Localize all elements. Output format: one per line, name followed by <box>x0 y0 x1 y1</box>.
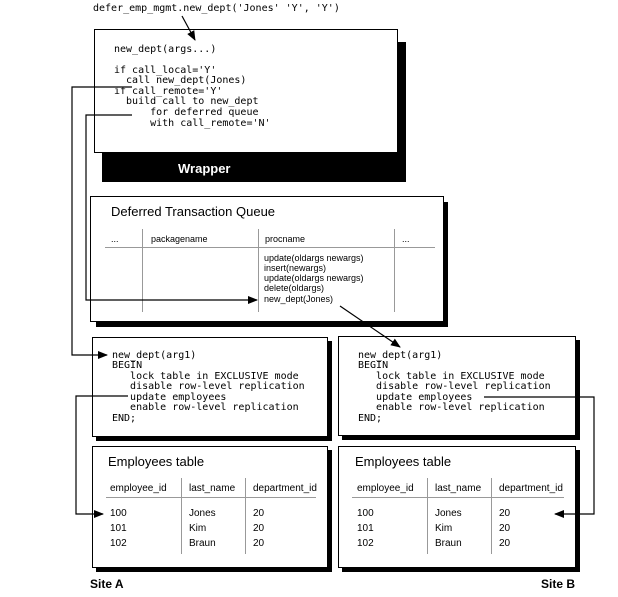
table-a-cell: 100 <box>110 508 127 519</box>
table-b-cell: Jones <box>435 508 462 519</box>
table-b-header-employee-id: employee_id <box>357 483 414 494</box>
table-b-header-department-id: department_id <box>499 483 563 494</box>
arrow-queue-to-site-b <box>339 305 401 348</box>
top-call-text: defer_emp_mgmt.new_dept('Jones' 'Y', 'Y'… <box>93 3 340 14</box>
queue-box <box>90 196 444 322</box>
proc-a-line-6: enable row-level replication <box>112 402 299 413</box>
wrapper-label: Wrapper <box>178 161 231 176</box>
queue-header-procname: procname <box>265 234 306 244</box>
table-a-header-rule <box>106 497 316 498</box>
arrow-site-b-update-to-table <box>484 396 595 518</box>
wrapper-line-6: build call to new_dept <box>114 96 259 107</box>
table-b-col-divider-1 <box>427 478 428 554</box>
table-b-cell: 102 <box>357 538 374 549</box>
proc-b-line-3: lock table in EXCLUSIVE mode <box>358 371 545 382</box>
table-b-cell: Kim <box>435 523 453 534</box>
table-a-cell: 20 <box>253 538 265 549</box>
table-a-cell: 101 <box>110 523 127 534</box>
table-b-header-last-name: last_name <box>435 483 482 494</box>
wrapper-box <box>94 29 398 153</box>
proc-b-line-4: disable row-level replication <box>358 381 551 392</box>
table-a-title: Employees table <box>108 454 205 469</box>
arrow-site-a-update-to-table <box>75 395 128 518</box>
table-b-col-divider-2 <box>491 478 492 554</box>
proc-b-line-5: update employees <box>358 392 473 403</box>
proc-a-line-7: END; <box>112 413 137 424</box>
wrapper-line-7: for deferred queue <box>114 107 259 118</box>
table-a-cell: 20 <box>253 523 265 534</box>
table-b-cell: 20 <box>499 523 511 534</box>
queue-col-divider-2 <box>258 229 259 312</box>
proc-a-line-2: BEGIN <box>112 360 143 371</box>
wrapper-line-1: new_dept(args...) <box>114 44 217 55</box>
site-b-label: Site B <box>541 577 576 591</box>
table-a-header-last-name: last_name <box>189 483 236 494</box>
table-a-cell: 102 <box>110 538 127 549</box>
table-a-cell: Braun <box>189 538 216 549</box>
queue-col-divider-1 <box>142 229 143 312</box>
queue-col-divider-3 <box>394 229 395 312</box>
table-a-col-divider-2 <box>245 478 246 554</box>
wrapper-line-3: if call_local='Y' <box>114 65 217 76</box>
site-a-label: Site A <box>90 577 124 591</box>
table-a-cell: Jones <box>189 508 216 519</box>
proc-b-box <box>338 336 576 436</box>
queue-header-ellipsis-right: ... <box>402 234 410 244</box>
proc-a-line-5: update employees <box>112 392 227 403</box>
arrow-build-call-to-queue <box>85 114 258 304</box>
table-b-cell: 100 <box>357 508 374 519</box>
proc-a-line-1: new_dept(arg1) <box>112 350 197 361</box>
table-a-col-divider-1 <box>181 478 182 554</box>
queue-title: Deferred Transaction Queue <box>111 204 276 219</box>
queue-header-rule <box>105 247 435 248</box>
table-b-cell: 20 <box>499 508 511 519</box>
table-a-cell: 20 <box>253 508 265 519</box>
wrapper-line-4: call new_dept(Jones) <box>114 75 247 86</box>
queue-proc-1: update(oldargs newargs) <box>264 253 364 263</box>
queue-header-ellipsis-left: ... <box>111 234 119 244</box>
queue-proc-4: delete(oldargs) <box>264 283 325 293</box>
queue-proc-3: update(oldargs newargs) <box>264 273 364 283</box>
proc-a-line-3: lock table in EXCLUSIVE mode <box>112 371 299 382</box>
table-a-cell: Kim <box>189 523 207 534</box>
queue-proc-5: new_dept(Jones) <box>264 294 334 304</box>
table-b-header-rule <box>352 497 564 498</box>
table-b-cell: 20 <box>499 538 511 549</box>
queue-header-packagename: packagename <box>151 234 208 244</box>
arrow-call-to-wrapper <box>181 15 196 41</box>
wrapper-line-5: if call_remote='Y' <box>114 86 223 97</box>
table-b-box <box>338 446 576 568</box>
table-b-title: Employees table <box>355 454 452 469</box>
arrow-local-call-to-site-a <box>71 86 132 359</box>
queue-proc-2: insert(newargs) <box>264 263 327 273</box>
proc-b-line-7: END; <box>358 413 383 424</box>
proc-b-line-2: BEGIN <box>358 360 389 371</box>
proc-a-box <box>92 337 328 437</box>
proc-b-line-6: enable row-level replication <box>358 402 545 413</box>
table-a-header-department-id: department_id <box>253 483 317 494</box>
table-b-cell: Braun <box>435 538 462 549</box>
wrapper-line-8: with call_remote='N' <box>114 118 271 129</box>
table-a-box <box>92 446 328 568</box>
proc-a-line-4: disable row-level replication <box>112 381 305 392</box>
proc-b-line-1: new_dept(arg1) <box>358 350 443 361</box>
table-b-cell: 101 <box>357 523 374 534</box>
table-a-header-employee-id: employee_id <box>110 483 167 494</box>
